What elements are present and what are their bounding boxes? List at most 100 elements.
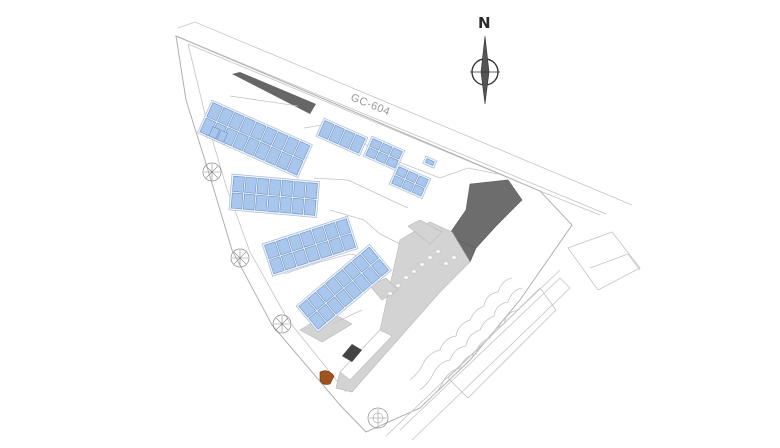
- panel-group-9: [208, 126, 228, 143]
- solar-panel: [299, 229, 316, 248]
- solar-panel: [328, 237, 345, 255]
- solar-panel: [279, 196, 292, 214]
- solar-panel: [244, 176, 257, 194]
- panel-group-1: [199, 102, 311, 176]
- road-outlines: [175, 21, 633, 216]
- panel-group-6: [365, 138, 403, 169]
- solar-panel: [256, 178, 270, 195]
- solar-panel: [395, 166, 409, 179]
- panel-group-2: [230, 175, 318, 216]
- solar-panel: [216, 129, 228, 143]
- solar-panel: [268, 179, 282, 196]
- solar-panel: [276, 237, 292, 256]
- solar-panel: [391, 175, 405, 188]
- long-building: [299, 219, 471, 393]
- solar-panel: [361, 246, 379, 265]
- solar-panel: [303, 198, 317, 216]
- solar-panel: [291, 197, 305, 215]
- solar-panel: [287, 233, 304, 252]
- solar-panel: [308, 311, 327, 330]
- solar-panel: [311, 226, 328, 244]
- solar-panel: [369, 138, 383, 151]
- solar-panel: [282, 136, 300, 156]
- solar-panel: [340, 233, 356, 251]
- panel-group-7: [391, 166, 429, 197]
- tree-2: [230, 248, 250, 268]
- roof-details: [387, 249, 457, 296]
- solar-panel: [353, 273, 372, 293]
- panel-group-3: [264, 218, 356, 275]
- north-letter: N: [478, 14, 491, 32]
- solar-panel: [325, 276, 343, 295]
- solar-panel: [307, 291, 326, 311]
- solar-panel: [338, 129, 356, 149]
- solar-panel: [385, 156, 399, 169]
- solar-panel: [276, 151, 293, 171]
- solar-panel: [228, 112, 245, 131]
- solar-panel: [375, 151, 389, 164]
- north-arrow: N: [470, 14, 500, 105]
- solar-panel: [316, 284, 335, 303]
- solar-panel: [271, 131, 289, 151]
- adjacent-parcels: [385, 231, 641, 441]
- tree-3: [272, 314, 292, 334]
- solar-panel: [255, 194, 268, 212]
- solar-panel: [293, 181, 306, 198]
- solar-panel: [267, 195, 280, 213]
- solar-panel: [217, 107, 234, 127]
- solar-panel: [304, 244, 321, 263]
- solar-panel: [371, 258, 389, 277]
- solar-panel: [261, 126, 278, 146]
- compass-needle: [480, 35, 490, 105]
- solar-panel: [352, 254, 370, 273]
- solar-panel: [208, 126, 220, 140]
- panel-group-4: [298, 246, 389, 330]
- solar-panel: [286, 156, 304, 176]
- solar-panel: [411, 184, 425, 197]
- solar-panel: [405, 170, 419, 183]
- solar-panel: [328, 124, 345, 145]
- solar-panel: [243, 137, 260, 156]
- solar-panel: [316, 241, 333, 259]
- solar-panel: [425, 158, 435, 166]
- solar-panel: [415, 175, 429, 188]
- solar-panel: [239, 116, 256, 136]
- solar-panel: [389, 147, 403, 160]
- solar-panel: [232, 175, 245, 193]
- solar-panel: [280, 180, 294, 197]
- solar-panel: [335, 288, 354, 308]
- solar-panel: [264, 241, 280, 260]
- panel-group-5: [318, 120, 366, 154]
- solar-panel: [206, 102, 223, 122]
- solar-panel: [242, 193, 256, 211]
- solar-panel: [335, 218, 352, 236]
- solar-panel: [280, 252, 297, 271]
- solar-panel: [317, 303, 336, 323]
- solar-panel: [323, 222, 340, 240]
- solar-panel: [349, 134, 366, 154]
- solar-panel: [298, 299, 317, 318]
- tree-1: [202, 162, 222, 182]
- solar-panel: [293, 141, 311, 161]
- solar-panel: [344, 281, 363, 300]
- solar-panel: [232, 132, 249, 152]
- solar-panel: [365, 147, 379, 160]
- solar-panel: [230, 192, 244, 210]
- solar-panel: [362, 266, 380, 285]
- solar-panel: [326, 296, 345, 315]
- solar-panel: [305, 182, 318, 199]
- solar-panel: [269, 256, 285, 275]
- solar-panel: [343, 261, 361, 280]
- solar-panel: [250, 121, 267, 141]
- panel-group-8: [425, 158, 435, 166]
- building-roof-north: [232, 72, 316, 114]
- landscape-path: [409, 277, 523, 399]
- solar-panel: [334, 269, 352, 288]
- site-boundary: [175, 35, 573, 433]
- tree-4: [367, 407, 389, 429]
- tank: [319, 370, 335, 385]
- solar-panel: [318, 120, 335, 140]
- solar-panels: [199, 102, 435, 330]
- solar-panel: [292, 248, 309, 267]
